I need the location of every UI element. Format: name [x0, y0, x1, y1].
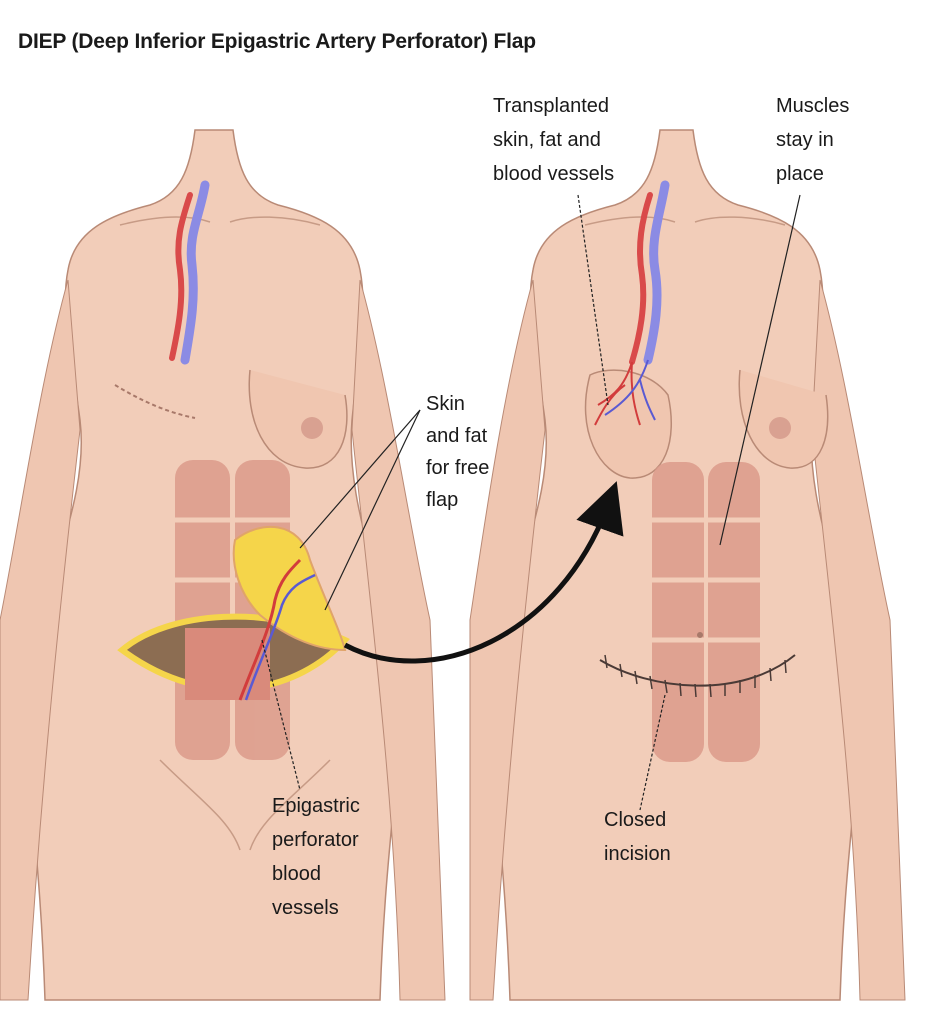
left-clavicle: [119, 216, 321, 226]
right-nipple: [769, 417, 791, 439]
label-skin-fat: Skin and fat for free flap: [426, 393, 495, 511]
skin-fat-flap: [232, 526, 347, 652]
left-nipple: [301, 417, 323, 439]
exposed-muscle: [185, 628, 270, 700]
diagram-title: DIEP (Deep Inferior Epigastric Artery Pe…: [18, 30, 536, 53]
label-perforator: Epigastric perforator blood vessels: [272, 795, 365, 919]
right-rectus-muscles: [652, 462, 760, 762]
leader-lines: [261, 194, 801, 811]
left-arm-l: [0, 279, 81, 1001]
right-neck-artery: [629, 192, 653, 365]
left-arm-r: [351, 279, 446, 1001]
transplanted-vessels: [594, 361, 641, 426]
right-neck-vein: [643, 180, 670, 365]
right-torso: [469, 129, 906, 1001]
transplanted-veins: [604, 359, 656, 421]
right-arm-l: [469, 279, 546, 1001]
left-breast: [248, 369, 348, 469]
navel: [697, 632, 703, 638]
right-arm-r: [811, 279, 906, 1001]
incision-stitches: [604, 654, 787, 698]
label-muscles: Muscles stay in place: [776, 95, 855, 185]
left-neck-vein: [180, 180, 210, 365]
left-groin: [159, 759, 331, 851]
flap-artery: [238, 558, 302, 701]
label-closed-incision: Closed incision: [604, 809, 672, 865]
label-transplanted: Transplanted skin, fat and blood vessels: [493, 95, 615, 185]
reconstructed-breast: [584, 369, 672, 479]
left-neck-artery: [169, 192, 193, 361]
left-torso: [0, 129, 446, 1001]
left-mastectomy-scar: [114, 384, 196, 419]
right-clavicle: [584, 216, 786, 226]
transfer-arrow: [343, 481, 624, 664]
flap-vein: [244, 573, 316, 701]
